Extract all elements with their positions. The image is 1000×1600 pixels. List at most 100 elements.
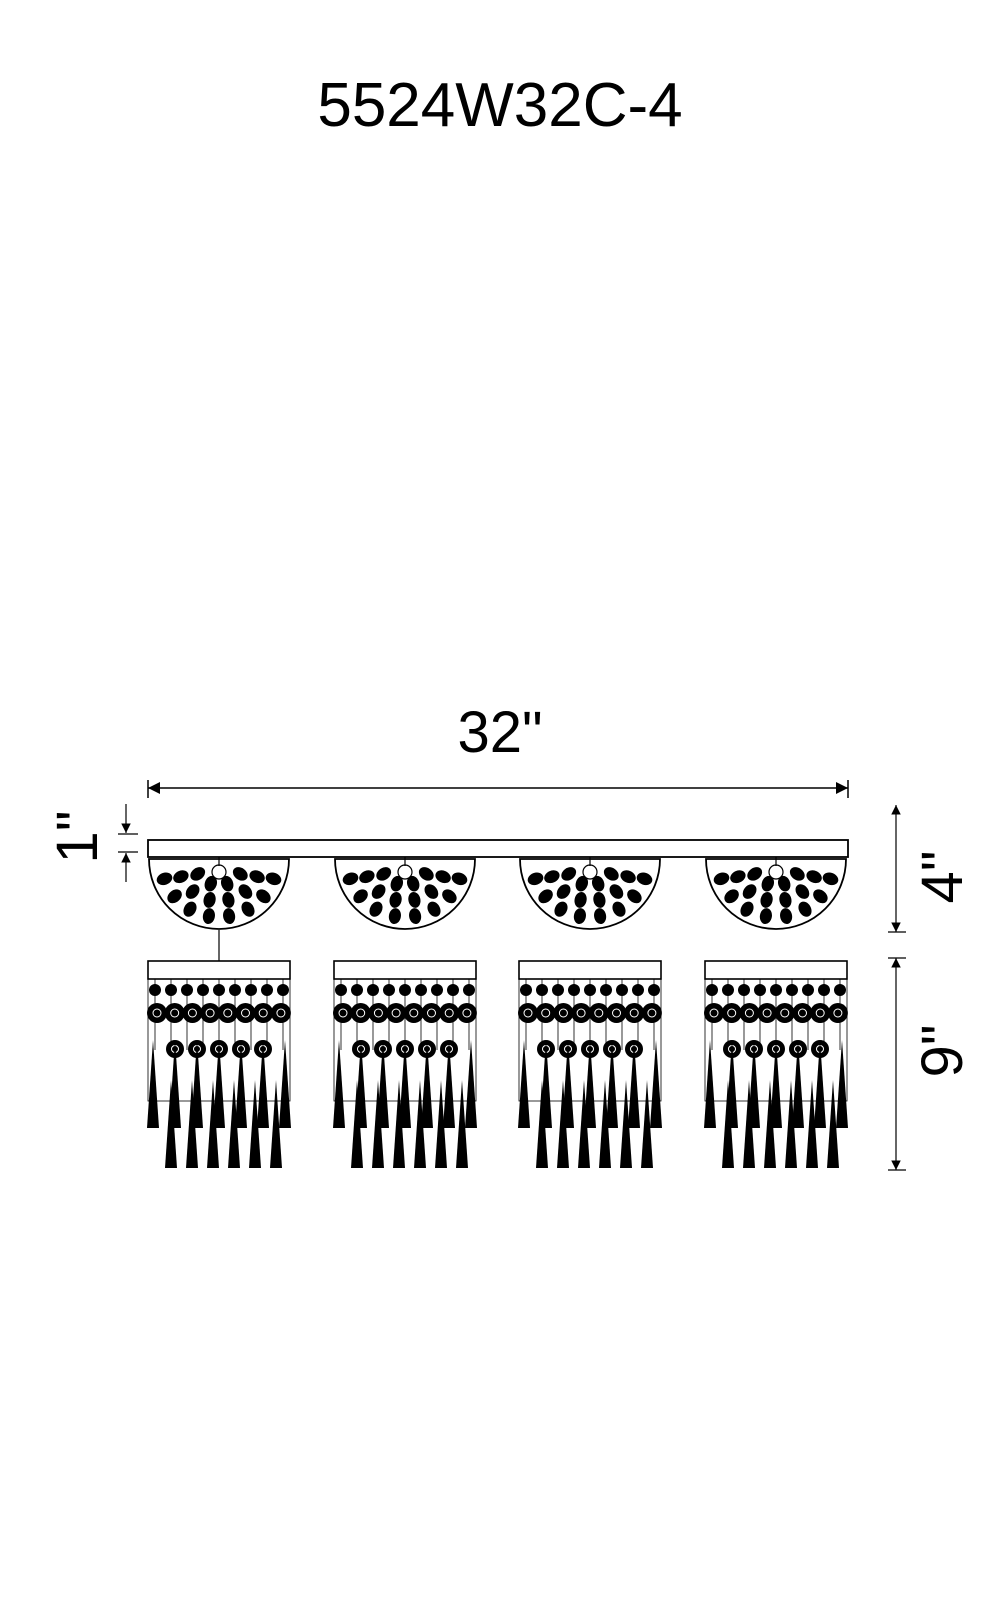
bowl-crystal	[223, 908, 236, 925]
teardrop-crystal	[443, 1040, 455, 1128]
bowl-crystal	[222, 891, 235, 908]
bowl-crystal	[406, 875, 420, 892]
bowl-crystal	[603, 867, 619, 881]
ball-crystal	[721, 1003, 742, 1023]
bowl-crystal	[760, 891, 773, 908]
bowl-crystal	[612, 901, 626, 917]
teardrop-crystal	[147, 1040, 159, 1128]
ball-crystal	[827, 1003, 848, 1023]
bowl-crystal	[202, 908, 215, 925]
ball-crystal	[810, 1003, 831, 1023]
bowl-crystal	[730, 870, 746, 884]
bowl-crystal	[742, 884, 757, 899]
bowl-crystal	[359, 870, 375, 884]
teardrop-crystal	[414, 1080, 426, 1168]
teardrop-crystal	[743, 1080, 755, 1168]
teardrop-crystal	[628, 1040, 640, 1128]
ball-crystal	[704, 1003, 724, 1023]
teardrop-crystal	[213, 1040, 225, 1128]
teardrop-crystal	[333, 1040, 345, 1128]
light-module-2	[333, 857, 477, 1168]
model-number-title: 5524W32C-4	[317, 71, 683, 140]
bowl-crystal	[190, 867, 206, 881]
teardrop-crystal	[377, 1040, 389, 1128]
teardrop-crystal	[792, 1040, 804, 1128]
bowl-crystal	[203, 891, 216, 908]
bowl-crystal	[376, 867, 392, 881]
teardrop-crystal	[249, 1080, 261, 1168]
bowl-crystal	[574, 891, 587, 908]
bowl-crystal	[418, 867, 434, 881]
teardrop-crystal	[456, 1080, 468, 1168]
ball-crystal	[147, 1003, 167, 1023]
teardrop-crystal	[165, 1080, 177, 1168]
ball-crystal	[757, 1003, 778, 1023]
teardrop-crystal	[235, 1040, 247, 1128]
ball-crystal	[439, 1003, 460, 1023]
ball-crystal	[403, 1003, 424, 1023]
teardrop-crystal	[372, 1080, 384, 1168]
fixture-lights	[147, 857, 848, 1168]
ball-crystal	[739, 1003, 760, 1023]
ball-crystal	[350, 1003, 371, 1023]
bowl-crystal	[594, 908, 607, 925]
teardrop-crystal	[562, 1040, 574, 1128]
canopy-bar	[147, 839, 849, 858]
crystal-frame	[333, 960, 477, 980]
ball-crystal	[606, 1003, 627, 1023]
bowl-crystal	[442, 889, 457, 904]
bowl-crystal	[798, 901, 812, 917]
bowl-crystal	[389, 891, 402, 908]
ball-crystal	[624, 1003, 645, 1023]
teardrop-crystal	[827, 1080, 839, 1168]
teardrop-crystal	[785, 1080, 797, 1168]
bowl-crystal	[724, 889, 739, 904]
bowl-crystal	[789, 867, 805, 881]
teardrop-crystal	[399, 1040, 411, 1128]
teardrop-crystal	[435, 1080, 447, 1168]
bowl-crystal	[238, 884, 253, 899]
bowl-crystal	[232, 867, 248, 881]
bowl-crystal	[573, 908, 586, 925]
bowl-crystal	[408, 891, 421, 908]
height-dimension-lines	[888, 805, 906, 1171]
bowl-crystal	[265, 872, 282, 886]
bowl-crystal	[156, 872, 173, 886]
bowl-crystal	[795, 884, 810, 899]
ball-crystal	[588, 1003, 609, 1023]
bowl-crystal	[353, 889, 368, 904]
bowl-crystal	[388, 908, 401, 925]
ball-crystal	[518, 1003, 538, 1023]
bowl-crystal	[740, 901, 754, 917]
bowl-crystal	[390, 875, 404, 892]
bowl-crystal	[575, 875, 589, 892]
bowl-crystal	[636, 872, 653, 886]
ball-crystal	[774, 1003, 795, 1023]
bowl-crystal	[813, 889, 828, 904]
bowl-crystal	[561, 867, 577, 881]
crystal-frame	[147, 960, 291, 980]
teardrop-crystal	[191, 1040, 203, 1128]
bowl-crystal	[369, 901, 383, 917]
bowl-crystal	[620, 870, 636, 884]
teardrop-crystal	[704, 1040, 716, 1128]
teardrop-crystal	[578, 1080, 590, 1168]
teardrop-crystal	[393, 1080, 405, 1168]
ball-crystal	[200, 1003, 221, 1023]
ball-crystal	[456, 1003, 477, 1023]
teardrop-crystal	[421, 1040, 433, 1128]
teardrop-crystal	[641, 1080, 653, 1168]
light-module-3	[518, 857, 662, 1168]
bowl-crystal	[593, 891, 606, 908]
ball-crystal	[368, 1003, 389, 1023]
bowl-crystal	[527, 872, 544, 886]
ball-crystal	[792, 1003, 813, 1023]
crystal-frame	[704, 960, 848, 980]
bowl-crystal	[747, 867, 763, 881]
teardrop-crystal	[257, 1040, 269, 1128]
teardrop-crystal	[518, 1040, 530, 1128]
teardrop-crystal	[584, 1040, 596, 1128]
bowl-crystal	[167, 889, 182, 904]
ball-crystal	[641, 1003, 662, 1023]
